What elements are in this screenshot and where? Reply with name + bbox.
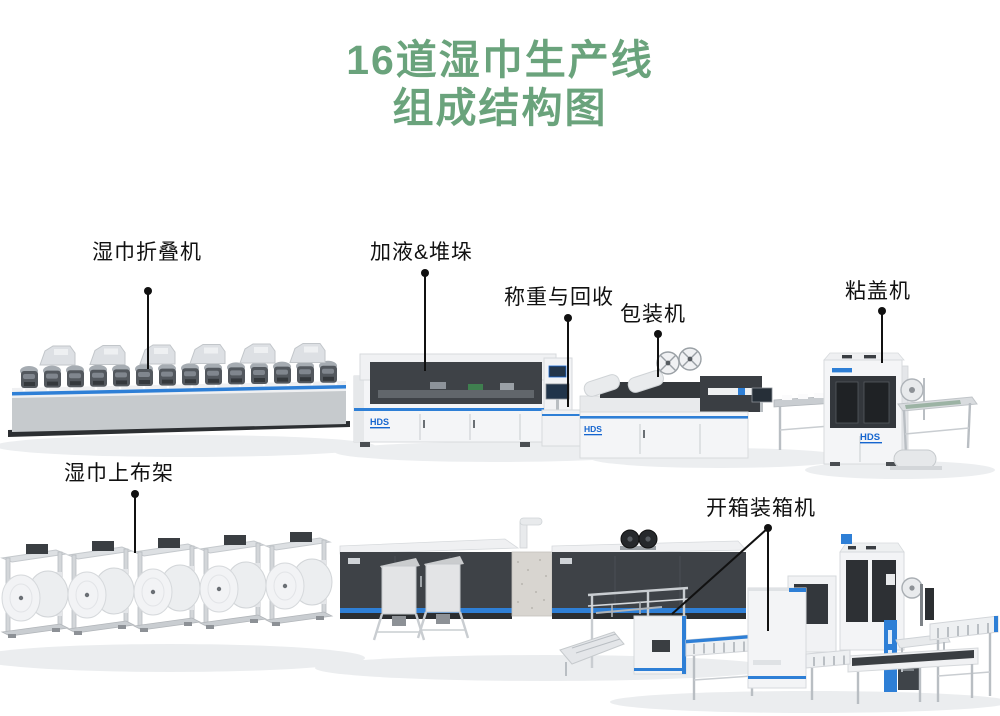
- diagram-title: 16道湿巾生产线 组成结构图: [0, 36, 1000, 133]
- leader-dot: [654, 330, 662, 338]
- packing-machine-art: HDS: [579, 347, 837, 459]
- brand-logo: HDS: [860, 432, 880, 443]
- leader-dot: [764, 524, 772, 532]
- top-row: HDS: [8, 343, 978, 470]
- callout-label-weighing-recycle: 称重与回收: [504, 286, 614, 309]
- leader-case-packer-left: [671, 527, 769, 615]
- callout-label-packing-machine: 包装机: [620, 303, 686, 326]
- callout-label-roll-loading-rack: 湿巾上布架: [64, 462, 174, 485]
- case-erector-art: [559, 586, 689, 676]
- brand-logo: HDS: [584, 424, 602, 434]
- case-packer-art: [747, 534, 999, 704]
- leader-dot: [878, 307, 886, 315]
- brand-logo: HDS: [370, 417, 389, 427]
- liquid-stacking-machine-art: HDS: [353, 353, 573, 447]
- leader-dot: [564, 314, 572, 322]
- leader-dot: [421, 269, 429, 277]
- callout-label-lid-gluing-machine: 粘盖机: [845, 280, 911, 303]
- callout-label-liquid-stacking: 加液&堆垛: [370, 241, 474, 264]
- liquid-tank: [372, 558, 426, 641]
- solution-cabinet-art: [339, 517, 553, 641]
- weighing-console-art: [541, 383, 581, 447]
- outfeed-table-art: [890, 378, 978, 470]
- leader-dot: [144, 287, 152, 295]
- callout-label-folding-machine: 湿巾折叠机: [92, 241, 202, 264]
- liquid-tank: [416, 556, 470, 639]
- leader-dot: [131, 490, 139, 498]
- bottom-row: [1, 517, 999, 704]
- title-line-2: 组成结构图: [392, 85, 608, 132]
- folding-machine-art: [8, 343, 350, 437]
- callout-label-case-packer: 开箱装箱机: [706, 497, 816, 520]
- title-line-1: 16道湿巾生产线: [346, 37, 654, 83]
